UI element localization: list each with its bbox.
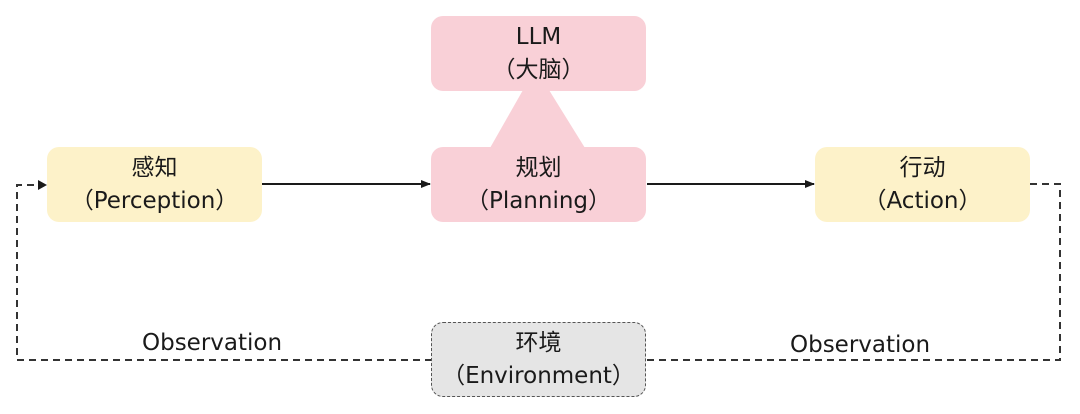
llm-node-title: LLM: [515, 23, 562, 50]
llm-planning-connector: [490, 90, 585, 148]
dashed-line-environment-to-perception: [16, 184, 432, 361]
planning-node-title: 规划: [515, 154, 562, 181]
perception-node-subtitle: （Perception）: [70, 187, 239, 214]
action-node-title: 行动: [899, 154, 946, 181]
action-node-subtitle: （Action）: [863, 187, 982, 214]
observation-label-left: Observation: [142, 330, 283, 356]
dashed-line-action-to-environment: [647, 183, 1061, 361]
llm-node-subtitle: （大脑）: [492, 56, 585, 83]
environment-node: 环境 （Environment）: [431, 322, 646, 397]
perception-node: 感知 （Perception）: [47, 147, 262, 222]
arrowhead-into-perception: [38, 180, 47, 190]
planning-node-subtitle: （Planning）: [465, 187, 612, 214]
observation-label-right: Observation: [790, 332, 931, 358]
environment-node-title: 环境: [515, 329, 562, 356]
llm-node: LLM （大脑）: [431, 16, 646, 91]
planning-node: 规划 （Planning）: [431, 147, 646, 222]
action-node: 行动 （Action）: [815, 147, 1030, 222]
perception-node-title: 感知: [131, 154, 178, 181]
environment-node-subtitle: （Environment）: [442, 362, 635, 389]
